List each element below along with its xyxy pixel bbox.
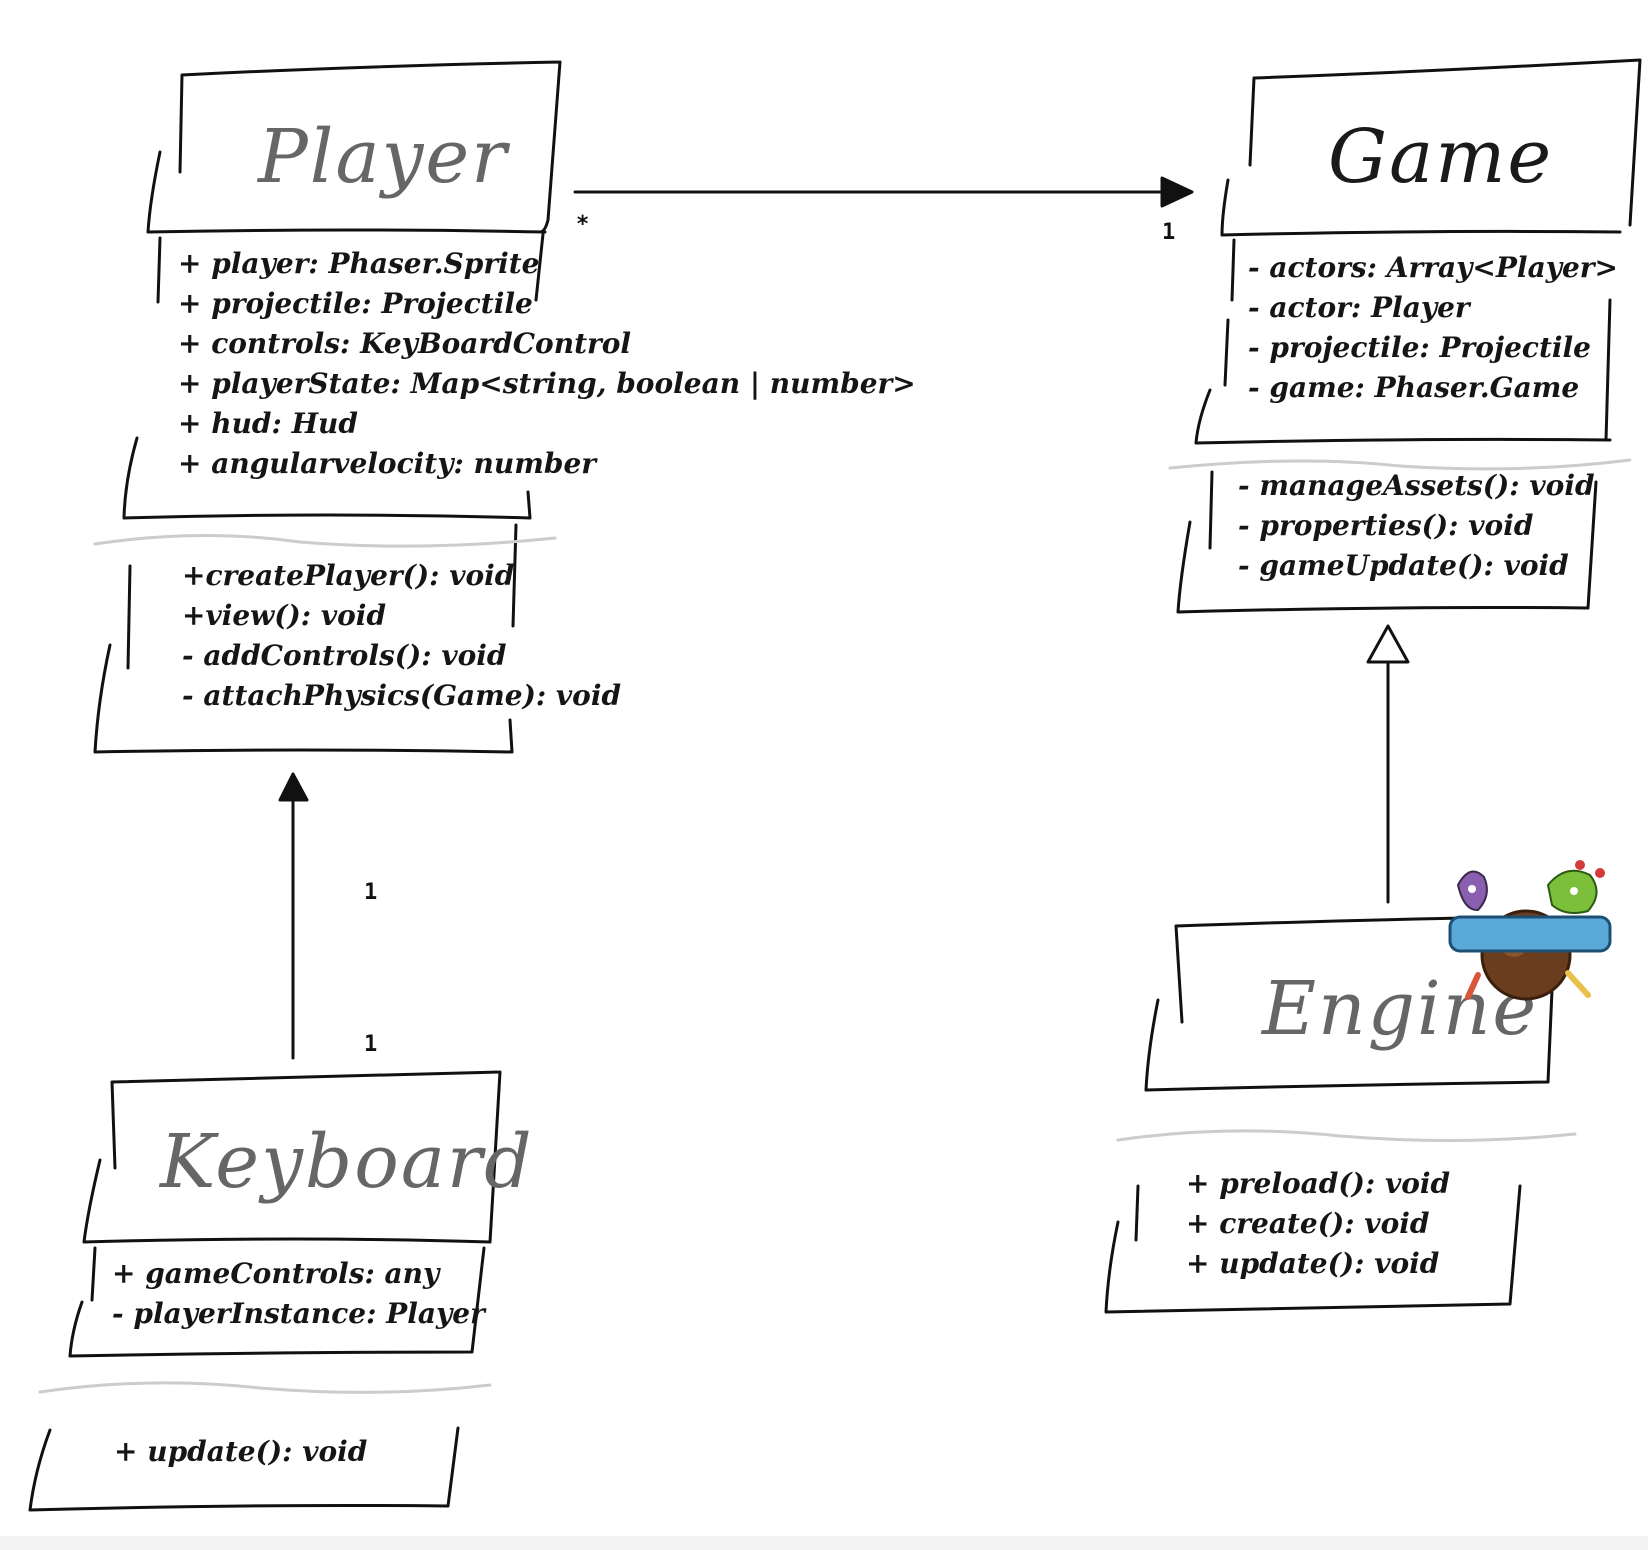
multiplicity-player-source: * xyxy=(576,212,590,237)
method: - properties(): void xyxy=(1238,509,1534,542)
multiplicity-player-end: 1 xyxy=(364,880,378,905)
attribute: - projectile: Projectile xyxy=(1248,331,1591,364)
engine-separator xyxy=(1116,1129,1577,1143)
game-class-name: Game xyxy=(1328,114,1554,200)
keyboard-attributes: + gameControls: any - playerInstance: Pl… xyxy=(112,1254,485,1334)
method: - addControls(): void xyxy=(182,639,507,672)
multiplicity-game-target: 1 xyxy=(1162,220,1176,245)
game-methods: - manageAssets(): void - properties(): v… xyxy=(1238,466,1595,586)
attribute: + hud: Hud xyxy=(178,407,358,440)
inheritance-arrowhead xyxy=(1366,624,1410,664)
multiplicity-keyboard-end: 1 xyxy=(364,1032,378,1057)
bottom-edge xyxy=(0,1536,1648,1550)
keyboard-title-box xyxy=(82,1070,502,1244)
game-title-box xyxy=(1220,58,1642,237)
attribute: - actor: Player xyxy=(1248,291,1470,324)
player-methods-box xyxy=(93,523,518,754)
keyboard-separator xyxy=(38,1381,492,1394)
attribute: - game: Phaser.Game xyxy=(1248,371,1580,404)
attribute: - playerInstance: Player xyxy=(112,1297,485,1330)
player-methods: +createPlayer(): void +view(): void - ad… xyxy=(182,556,621,716)
method: +createPlayer(): void xyxy=(182,559,515,592)
method: - manageAssets(): void xyxy=(1238,469,1595,502)
engine-title-box xyxy=(1144,916,1554,1092)
attribute: + gameControls: any xyxy=(112,1257,440,1290)
phaser-logo-icon xyxy=(1448,860,1612,1001)
player-attributes: + player: Phaser.Sprite + projectile: Pr… xyxy=(178,244,916,484)
player-class-name: Player xyxy=(258,114,509,200)
attribute: - actors: Array<Player> xyxy=(1248,251,1619,284)
method: + update(): void xyxy=(1186,1247,1440,1280)
engine-class-name: Engine xyxy=(1262,966,1539,1052)
keyboard-methods-box xyxy=(28,1426,460,1512)
method: + update(): void xyxy=(114,1435,368,1468)
player-attributes-box xyxy=(122,232,545,520)
game-attributes-box xyxy=(1194,238,1612,445)
method: +view(): void xyxy=(182,599,387,632)
attribute: + angularvelocity: number xyxy=(178,447,597,480)
keyboard-class-name: Keyboard xyxy=(160,1119,534,1205)
attribute: + projectile: Projectile xyxy=(178,287,533,320)
keyboard-methods: + update(): void xyxy=(114,1432,367,1472)
method: - attachPhysics(Game): void xyxy=(182,679,622,712)
association-arrowhead xyxy=(278,772,309,802)
game-separator xyxy=(1168,458,1632,471)
attribute: + playerState: Map<string, boolean | num… xyxy=(178,367,916,400)
engine-methods-box xyxy=(1104,1184,1522,1314)
game-methods-box xyxy=(1176,470,1598,614)
engine-methods: + preload(): void + create(): void + upd… xyxy=(1186,1164,1450,1284)
method: + create(): void xyxy=(1186,1207,1430,1240)
association-arrowhead xyxy=(1160,176,1194,208)
method: - gameUpdate(): void xyxy=(1238,549,1569,582)
game-attributes: - actors: Array<Player> - actor: Player … xyxy=(1248,248,1618,408)
keyboard-attributes-box xyxy=(68,1246,486,1358)
player-title-box xyxy=(146,60,562,234)
player-separator xyxy=(93,533,557,548)
attribute: + player: Phaser.Sprite xyxy=(178,247,540,280)
attribute: + controls: KeyBoardControl xyxy=(178,327,632,360)
method: + preload(): void xyxy=(1186,1167,1451,1200)
